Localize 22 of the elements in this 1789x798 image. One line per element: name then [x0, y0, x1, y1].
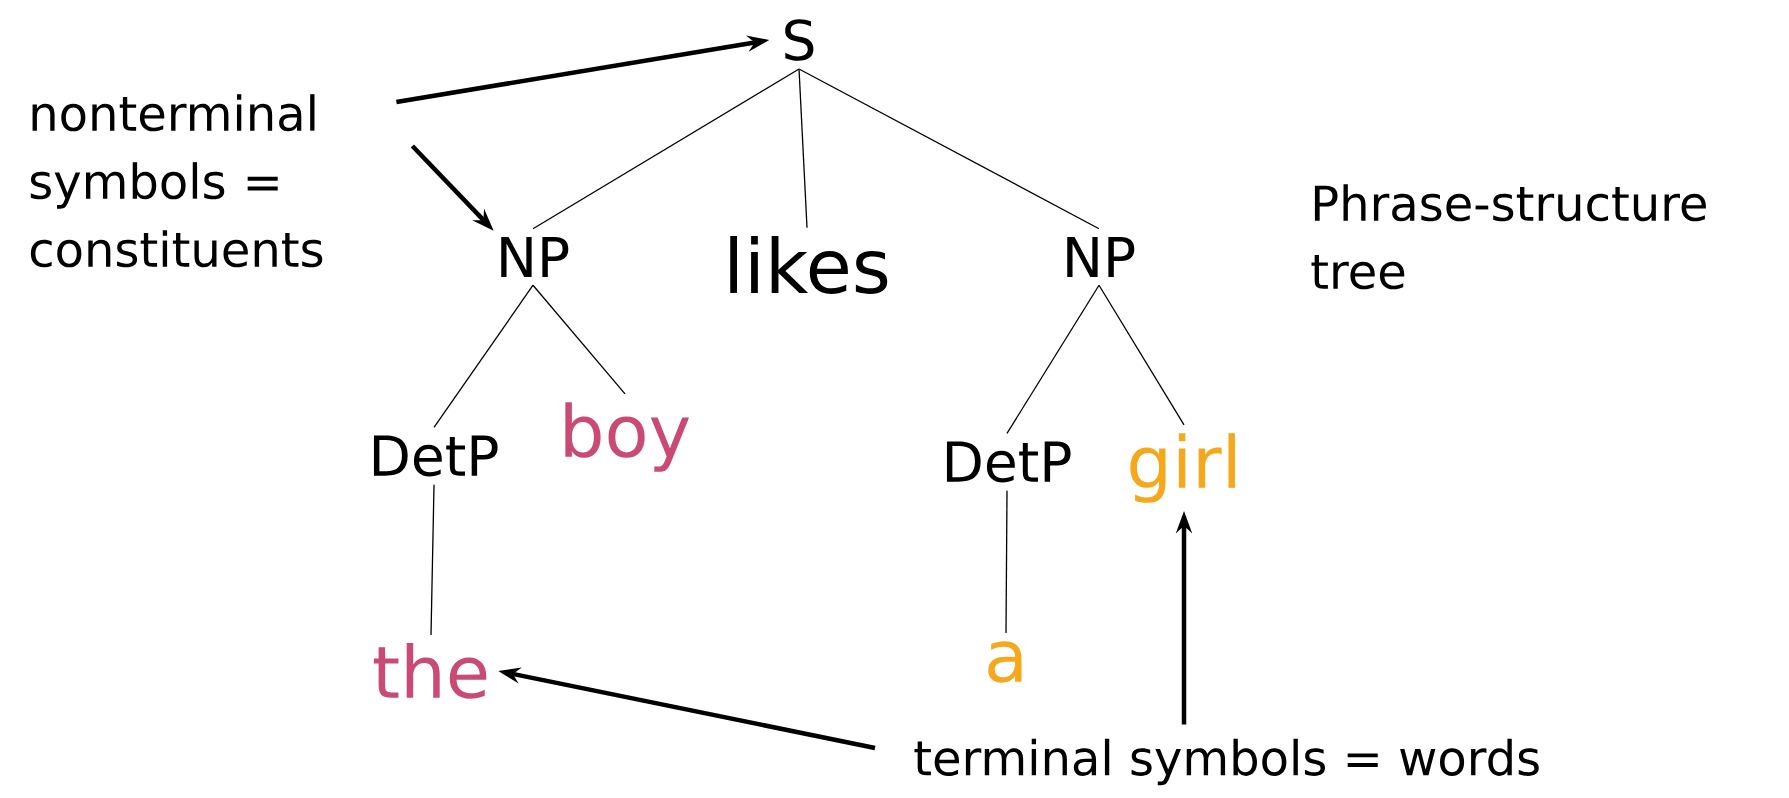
tree-branch — [430, 483, 435, 636]
heading-text: Phrase-structure tree — [1311, 184, 1706, 290]
word: the — [373, 643, 487, 699]
tree-branch — [433, 284, 534, 428]
tree-branch — [798, 68, 1100, 230]
word: girl — [1130, 433, 1235, 503]
tree-node-label: NP — [1067, 236, 1135, 278]
word: likes — [730, 235, 888, 294]
annotation-text: terminal symbols = words — [914, 738, 1539, 786]
tree-branch — [1005, 489, 1008, 634]
tree-branch — [1006, 284, 1100, 434]
tree-node-label: DetP — [373, 435, 498, 477]
tree-node-label: NP — [501, 236, 569, 278]
tree-branch — [532, 68, 800, 230]
tree-branch — [798, 68, 808, 229]
tree-branch — [532, 284, 626, 395]
tree-node-label: DetP — [946, 441, 1071, 483]
tree-node-label: S — [785, 19, 814, 61]
tree-branch — [1098, 284, 1185, 426]
annotation-text: nonterminal symbols = constituents — [30, 94, 323, 268]
word: boy — [565, 402, 690, 472]
word: a — [988, 641, 1022, 683]
